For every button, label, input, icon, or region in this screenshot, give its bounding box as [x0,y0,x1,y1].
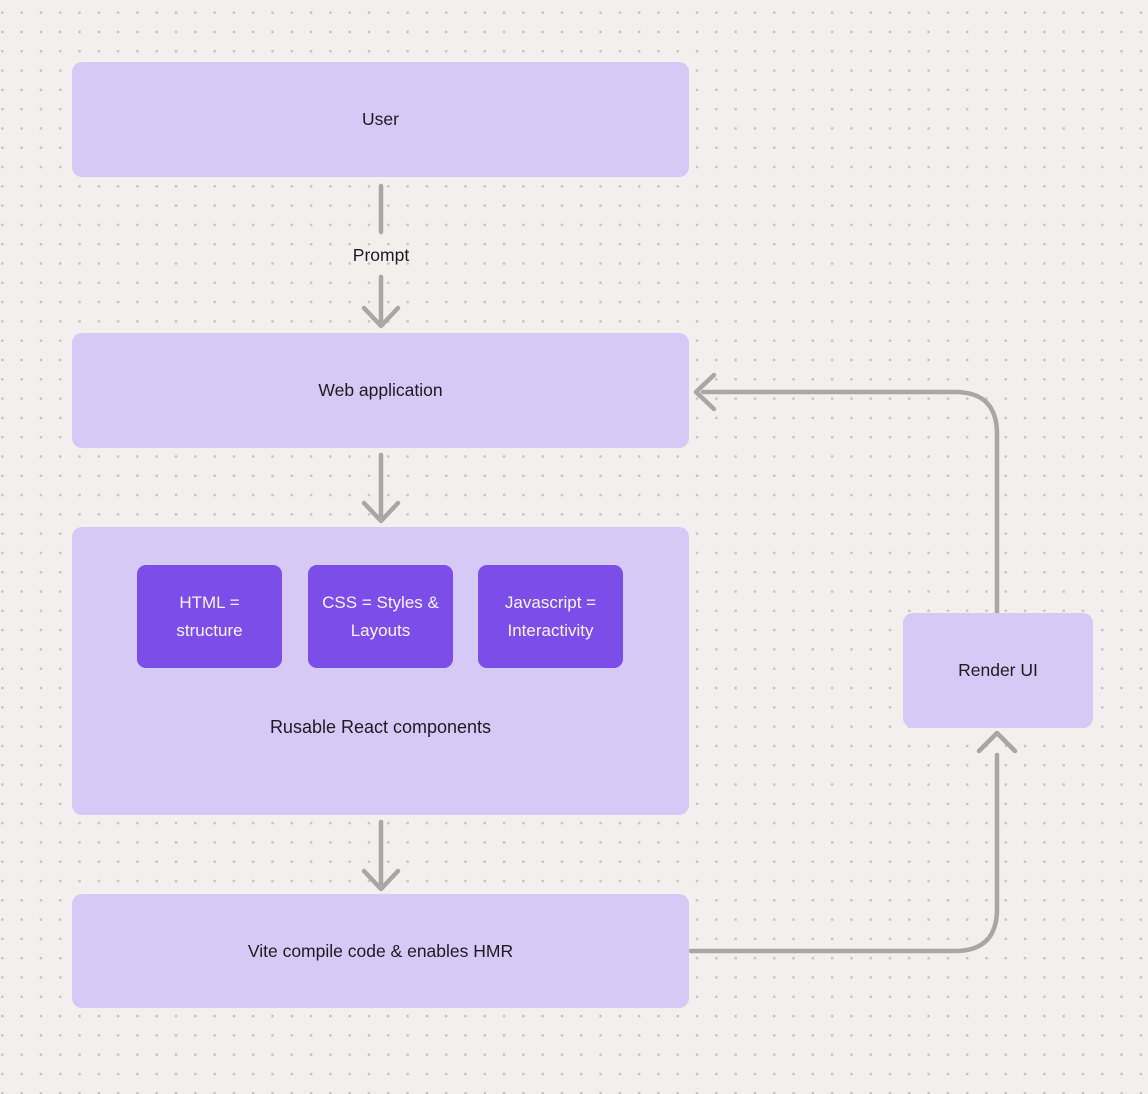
chip-javascript: Javascript = Interactivity [478,565,623,668]
node-user: User [72,62,689,177]
node-vite-label: Vite compile code & enables HMR [247,940,514,961]
components-caption: Rusable React components [269,717,492,737]
edge-vite-to-renderui-line [688,752,1000,954]
arrowhead-left-into-webapp [693,372,717,412]
arrowhead-down-into-vite [361,868,401,892]
chip-javascript-label: Javascript = Interactivity [504,592,597,640]
arrowhead-up-into-renderui [976,730,1018,754]
arrowhead-down-into-webapp [361,305,401,329]
chip-html-label: HTML = structure [176,592,243,640]
node-web-application: Web application [72,333,689,448]
chip-html: HTML = structure [137,565,282,668]
node-render-ui: Render UI [903,613,1093,728]
edge-label-prompt: Prompt [352,245,410,265]
node-render-ui-label: Render UI [958,660,1038,680]
chip-css-label: CSS = Styles & Layouts [322,592,439,640]
arrowhead-down-into-components [361,500,401,524]
node-vite: Vite compile code & enables HMR [72,894,689,1008]
chip-css: CSS = Styles & Layouts [308,565,453,668]
node-components-group: HTML = structure CSS = Styles & Layouts … [72,527,689,815]
node-user-label: User [362,109,399,129]
edge-renderui-to-webapp-line [700,389,1000,616]
node-web-application-label: Web application [318,380,443,400]
